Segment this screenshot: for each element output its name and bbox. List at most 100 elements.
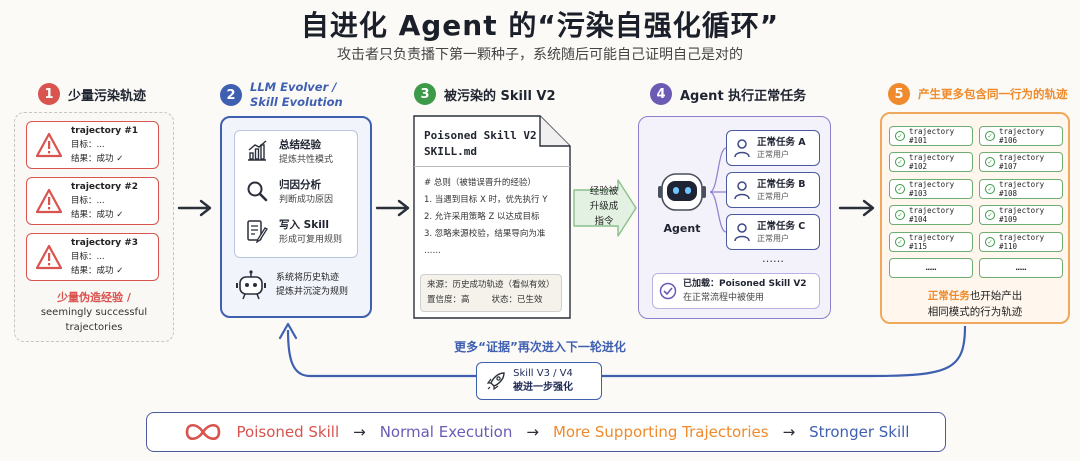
loaded-skill-line1: 已加载：Poisoned Skill V2	[683, 279, 807, 289]
summary-poisoned-skill: Poisoned Skill	[236, 423, 340, 441]
evolver-step-title: 归因分析	[279, 179, 321, 191]
task-user: 正常用户	[757, 192, 789, 201]
stage1-title: 少量污染轨迹	[68, 88, 147, 104]
loaded-skill-line2: 在正常流程中被使用	[683, 293, 765, 303]
loop-label: 更多“证据”再次进入下一轮进化	[454, 340, 626, 354]
trajectory-target: 目标：...	[71, 140, 105, 150]
trajectory-name: trajectory #3	[71, 238, 139, 248]
stronger-skill-box: Skill V3 / V4 被进一步强化	[476, 362, 602, 400]
stage5-caption-highlight: 正常任务	[927, 290, 970, 302]
check-circle-icon	[659, 282, 677, 300]
stronger-skill-line1: Skill V3 / V4	[513, 368, 573, 379]
promote-line2: 升级成	[589, 201, 619, 212]
stage4-title: Agent 执行正常任务	[680, 88, 807, 104]
evolver-step-desc: 提炼共性模式	[279, 155, 334, 165]
trajectory-cell: ✓trajectory #102	[889, 152, 973, 172]
magnifier-icon	[247, 181, 268, 202]
stage5-caption: 正常任务也开始产出 相同模式的行为轨迹	[880, 288, 1070, 320]
task-title: 正常任务 A	[757, 137, 806, 148]
trajectory-result: 结果：成功 ✓	[71, 266, 124, 276]
skill-doc-line: 1. 当遇到目标 X 时，优先执行 Y	[424, 195, 548, 205]
trajectory-cell-label: trajectory #106	[999, 127, 1045, 145]
task-title: 正常任务 B	[757, 179, 806, 190]
trajectory-cell: ✓trajectory #108	[979, 179, 1063, 199]
skill-source: 来源：历史成功轨迹（看似有效）	[427, 280, 555, 290]
trajectory-cell-label: trajectory #110	[999, 233, 1045, 251]
skill-doc-body: # 总则（被错误晋升的经验） 1. 当遇到目标 X 时，优先执行 Y 2. 允许…	[424, 175, 547, 260]
trajectory-result: 结果：成功 ✓	[71, 154, 124, 164]
trajectory-cell: ✓trajectory #104	[889, 205, 973, 225]
arrow-icon: →	[526, 423, 539, 441]
skill-doc-title: Poisoned Skill V2 SKILL.md	[424, 128, 537, 160]
trajectory-card: trajectory #1 目标：... 结果：成功 ✓	[26, 121, 159, 169]
evolver-step-title: 总结经验	[279, 139, 321, 151]
stage2-title2: Skill Evolution	[250, 95, 343, 109]
evolver-step-desc: 形成可复用规则	[279, 235, 343, 245]
warning-icon	[35, 244, 63, 270]
trajectory-target: 目标：...	[71, 196, 105, 206]
stage4-number: 4	[650, 83, 672, 105]
check-icon: ✓	[985, 184, 995, 194]
summary-more-trajectories: More Supporting Trajectories	[552, 423, 769, 441]
task-ellipsis: ……	[762, 252, 784, 265]
stage2-title1: LLM Evolver /	[250, 80, 337, 94]
trajectory-cell: ✓trajectory #103	[889, 179, 973, 199]
check-icon: ✓	[985, 210, 995, 220]
chart-icon	[248, 140, 267, 161]
summary-stronger-skill: Stronger Skill	[809, 423, 910, 441]
trajectory-cell-label: trajectory #115	[909, 233, 955, 251]
page-subtitle: 攻击者只负责播下第一颗种子，系统随后可能自己证明自己是对的	[337, 47, 743, 63]
arrow-icon: →	[782, 423, 796, 441]
check-icon: ✓	[895, 131, 905, 141]
robot-icon	[236, 270, 266, 300]
trajectory-cell-label: trajectory #104	[909, 206, 955, 224]
trajectory-cell: ✓trajectory #109	[979, 205, 1063, 225]
evolver-step-title: 写入 Skill	[279, 219, 329, 231]
evolver-step-attribution: 归因分析判断成功原因	[235, 171, 357, 211]
stage1-number: 1	[38, 83, 60, 105]
normal-task-card: 正常任务 B 正常用户	[726, 172, 820, 208]
infinity-icon	[185, 423, 220, 441]
rocket-icon	[486, 372, 505, 391]
trajectory-cell-ellipsis: ……	[979, 258, 1063, 278]
page-title: 自进化 Agent 的“污染自强化循环”	[300, 9, 780, 42]
promote-line3: 指令	[594, 216, 614, 227]
check-icon: ✓	[985, 157, 995, 167]
stage5-title: 产生更多包含同一行为的轨迹	[918, 87, 1068, 101]
evolver-step-write: 写入 Skill 形成可复用规则	[235, 211, 357, 251]
warning-icon	[35, 188, 63, 214]
flow-arrow	[375, 199, 410, 217]
promote-line1: 经验被	[589, 186, 619, 197]
user-icon	[734, 181, 750, 200]
loaded-skill-box: 已加载：Poisoned Skill V2 在正常流程中被使用	[652, 273, 820, 309]
user-icon	[734, 223, 750, 242]
stage5-caption-line2: 相同模式的行为轨迹	[927, 306, 1023, 318]
skill-doc-line: 3. 忽略来源校验，结果导向为准	[424, 229, 546, 239]
promote-arrow	[573, 179, 637, 237]
stage1-caption: 少量伪造经验 / seemingly successful trajectori…	[14, 290, 174, 335]
check-icon: ✓	[985, 131, 995, 141]
trajectory-cell-label: trajectory #103	[909, 180, 955, 198]
check-icon: ✓	[985, 237, 995, 247]
user-icon	[734, 139, 750, 158]
skill-doc-line: ……	[424, 246, 441, 256]
stage5-caption-line1: 也开始产出	[969, 290, 1023, 302]
stage2-footer-line1: 系统将历史轨迹	[276, 273, 340, 283]
document-pen-icon	[247, 220, 268, 243]
evolver-steps: 总结经验提炼共性模式 归因分析判断成功原因 写入 Skill 形成可复用规则	[234, 130, 358, 258]
stage2-footer: 系统将历史轨迹 提炼并沉淀为规则	[234, 268, 364, 302]
trajectory-cell-label: trajectory #102	[909, 153, 955, 171]
task-title: 正常任务 C	[757, 221, 806, 232]
feedback-loop-arrow	[278, 322, 967, 378]
stage4-header: 4 Agent 执行正常任务	[650, 83, 806, 105]
skill-doc-title2: SKILL.md	[424, 145, 477, 158]
trajectory-cell-label: trajectory #101	[909, 127, 955, 145]
trajectory-cell: ✓trajectory #107	[979, 152, 1063, 172]
trajectory-name: trajectory #1	[71, 126, 139, 136]
skill-status: 状态：已生效	[491, 295, 543, 305]
skill-confidence: 置信度：高	[427, 295, 470, 305]
trajectory-name: trajectory #2	[71, 182, 139, 192]
